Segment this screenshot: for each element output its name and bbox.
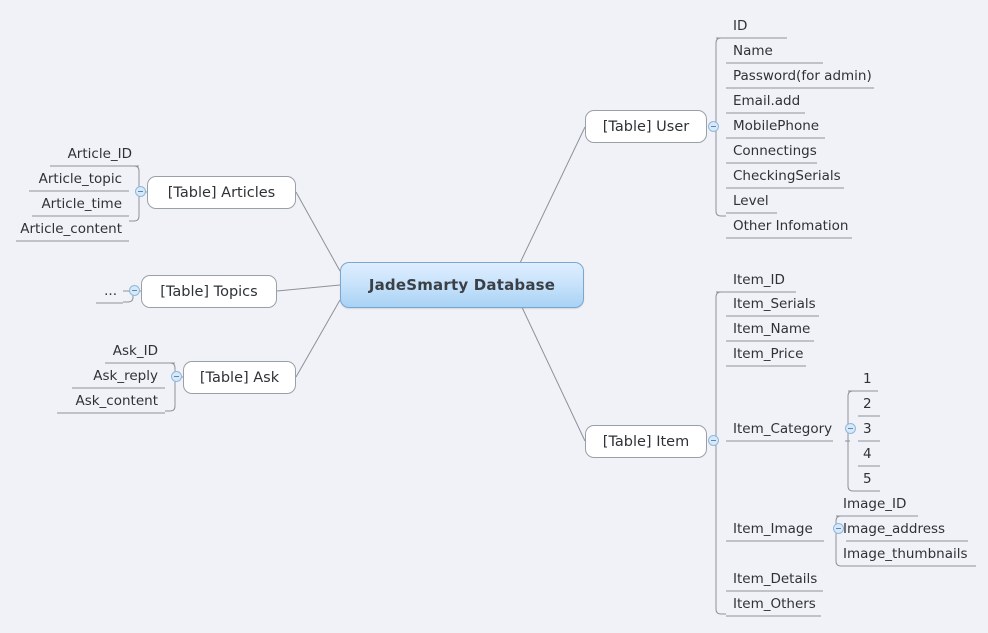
collapse-toggle-topics[interactable] bbox=[129, 285, 140, 296]
collapse-toggle-item-category[interactable] bbox=[845, 423, 856, 434]
node-label: [Table] User bbox=[602, 118, 690, 135]
field-item-category-1[interactable]: 1 bbox=[863, 371, 872, 387]
field-user-checkingserials[interactable]: CheckingSerials bbox=[733, 168, 841, 184]
field-item-category-3[interactable]: 3 bbox=[863, 421, 872, 437]
node-table-articles[interactable]: [Table] Articles bbox=[147, 176, 296, 209]
root-node[interactable]: JadeSmarty Database bbox=[340, 262, 584, 308]
field-article-time[interactable]: Article_time bbox=[41, 196, 122, 212]
field-item-details[interactable]: Item_Details bbox=[733, 571, 818, 587]
field-user-connectings[interactable]: Connectings bbox=[733, 143, 817, 159]
field-item-name[interactable]: Item_Name bbox=[733, 321, 811, 337]
field-item-category-2[interactable]: 2 bbox=[863, 396, 872, 412]
node-table-ask[interactable]: [Table] Ask bbox=[183, 361, 296, 394]
field-ask-reply[interactable]: Ask_reply bbox=[93, 368, 158, 384]
node-table-topics[interactable]: [Table] Topics bbox=[141, 275, 277, 308]
node-table-user[interactable]: [Table] User bbox=[585, 110, 707, 143]
field-item-id[interactable]: Item_ID bbox=[733, 272, 785, 288]
collapse-toggle-ask[interactable] bbox=[171, 371, 182, 382]
field-item-category[interactable]: Item_Category bbox=[733, 421, 833, 437]
field-item-serials[interactable]: Item_Serials bbox=[733, 296, 816, 312]
field-user-id[interactable]: ID bbox=[733, 18, 748, 34]
node-label: [Table] Topics bbox=[160, 283, 258, 300]
collapse-toggle-articles[interactable] bbox=[135, 186, 146, 197]
field-image-address[interactable]: Image_address bbox=[843, 521, 946, 537]
field-topics-ellipsis[interactable]: ... bbox=[104, 283, 117, 299]
field-image-thumbnails[interactable]: Image_thumbnails bbox=[843, 546, 968, 562]
field-article-id[interactable]: Article_ID bbox=[67, 146, 132, 162]
node-label: [Table] Ask bbox=[199, 369, 280, 386]
field-user-email[interactable]: Email.add bbox=[733, 93, 801, 109]
node-label: [Table] Item bbox=[602, 433, 690, 450]
field-item-price[interactable]: Item_Price bbox=[733, 346, 804, 362]
field-article-topic[interactable]: Article_topic bbox=[38, 171, 122, 187]
field-user-password[interactable]: Password(for admin) bbox=[733, 68, 872, 84]
field-image-id[interactable]: Image_ID bbox=[843, 496, 907, 512]
field-item-category-5[interactable]: 5 bbox=[863, 471, 872, 487]
field-user-level[interactable]: Level bbox=[733, 193, 769, 209]
field-ask-content[interactable]: Ask_content bbox=[75, 393, 158, 409]
node-table-item[interactable]: [Table] Item bbox=[585, 425, 707, 458]
field-user-name[interactable]: Name bbox=[733, 43, 773, 59]
field-user-mobilephone[interactable]: MobilePhone bbox=[733, 118, 820, 134]
node-label: [Table] Articles bbox=[167, 184, 276, 201]
field-ask-id[interactable]: Ask_ID bbox=[112, 343, 158, 359]
root-node-label: JadeSmarty Database bbox=[368, 276, 556, 294]
field-article-content[interactable]: Article_content bbox=[20, 221, 122, 237]
collapse-toggle-user[interactable] bbox=[708, 121, 719, 132]
collapse-toggle-item[interactable] bbox=[708, 435, 719, 446]
field-item-category-4[interactable]: 4 bbox=[863, 446, 872, 462]
field-user-other-infomation[interactable]: Other Infomation bbox=[733, 218, 849, 234]
field-item-image[interactable]: Item_Image bbox=[733, 521, 813, 537]
collapse-toggle-item-image[interactable] bbox=[833, 523, 844, 534]
field-item-others[interactable]: Item_Others bbox=[733, 596, 816, 612]
